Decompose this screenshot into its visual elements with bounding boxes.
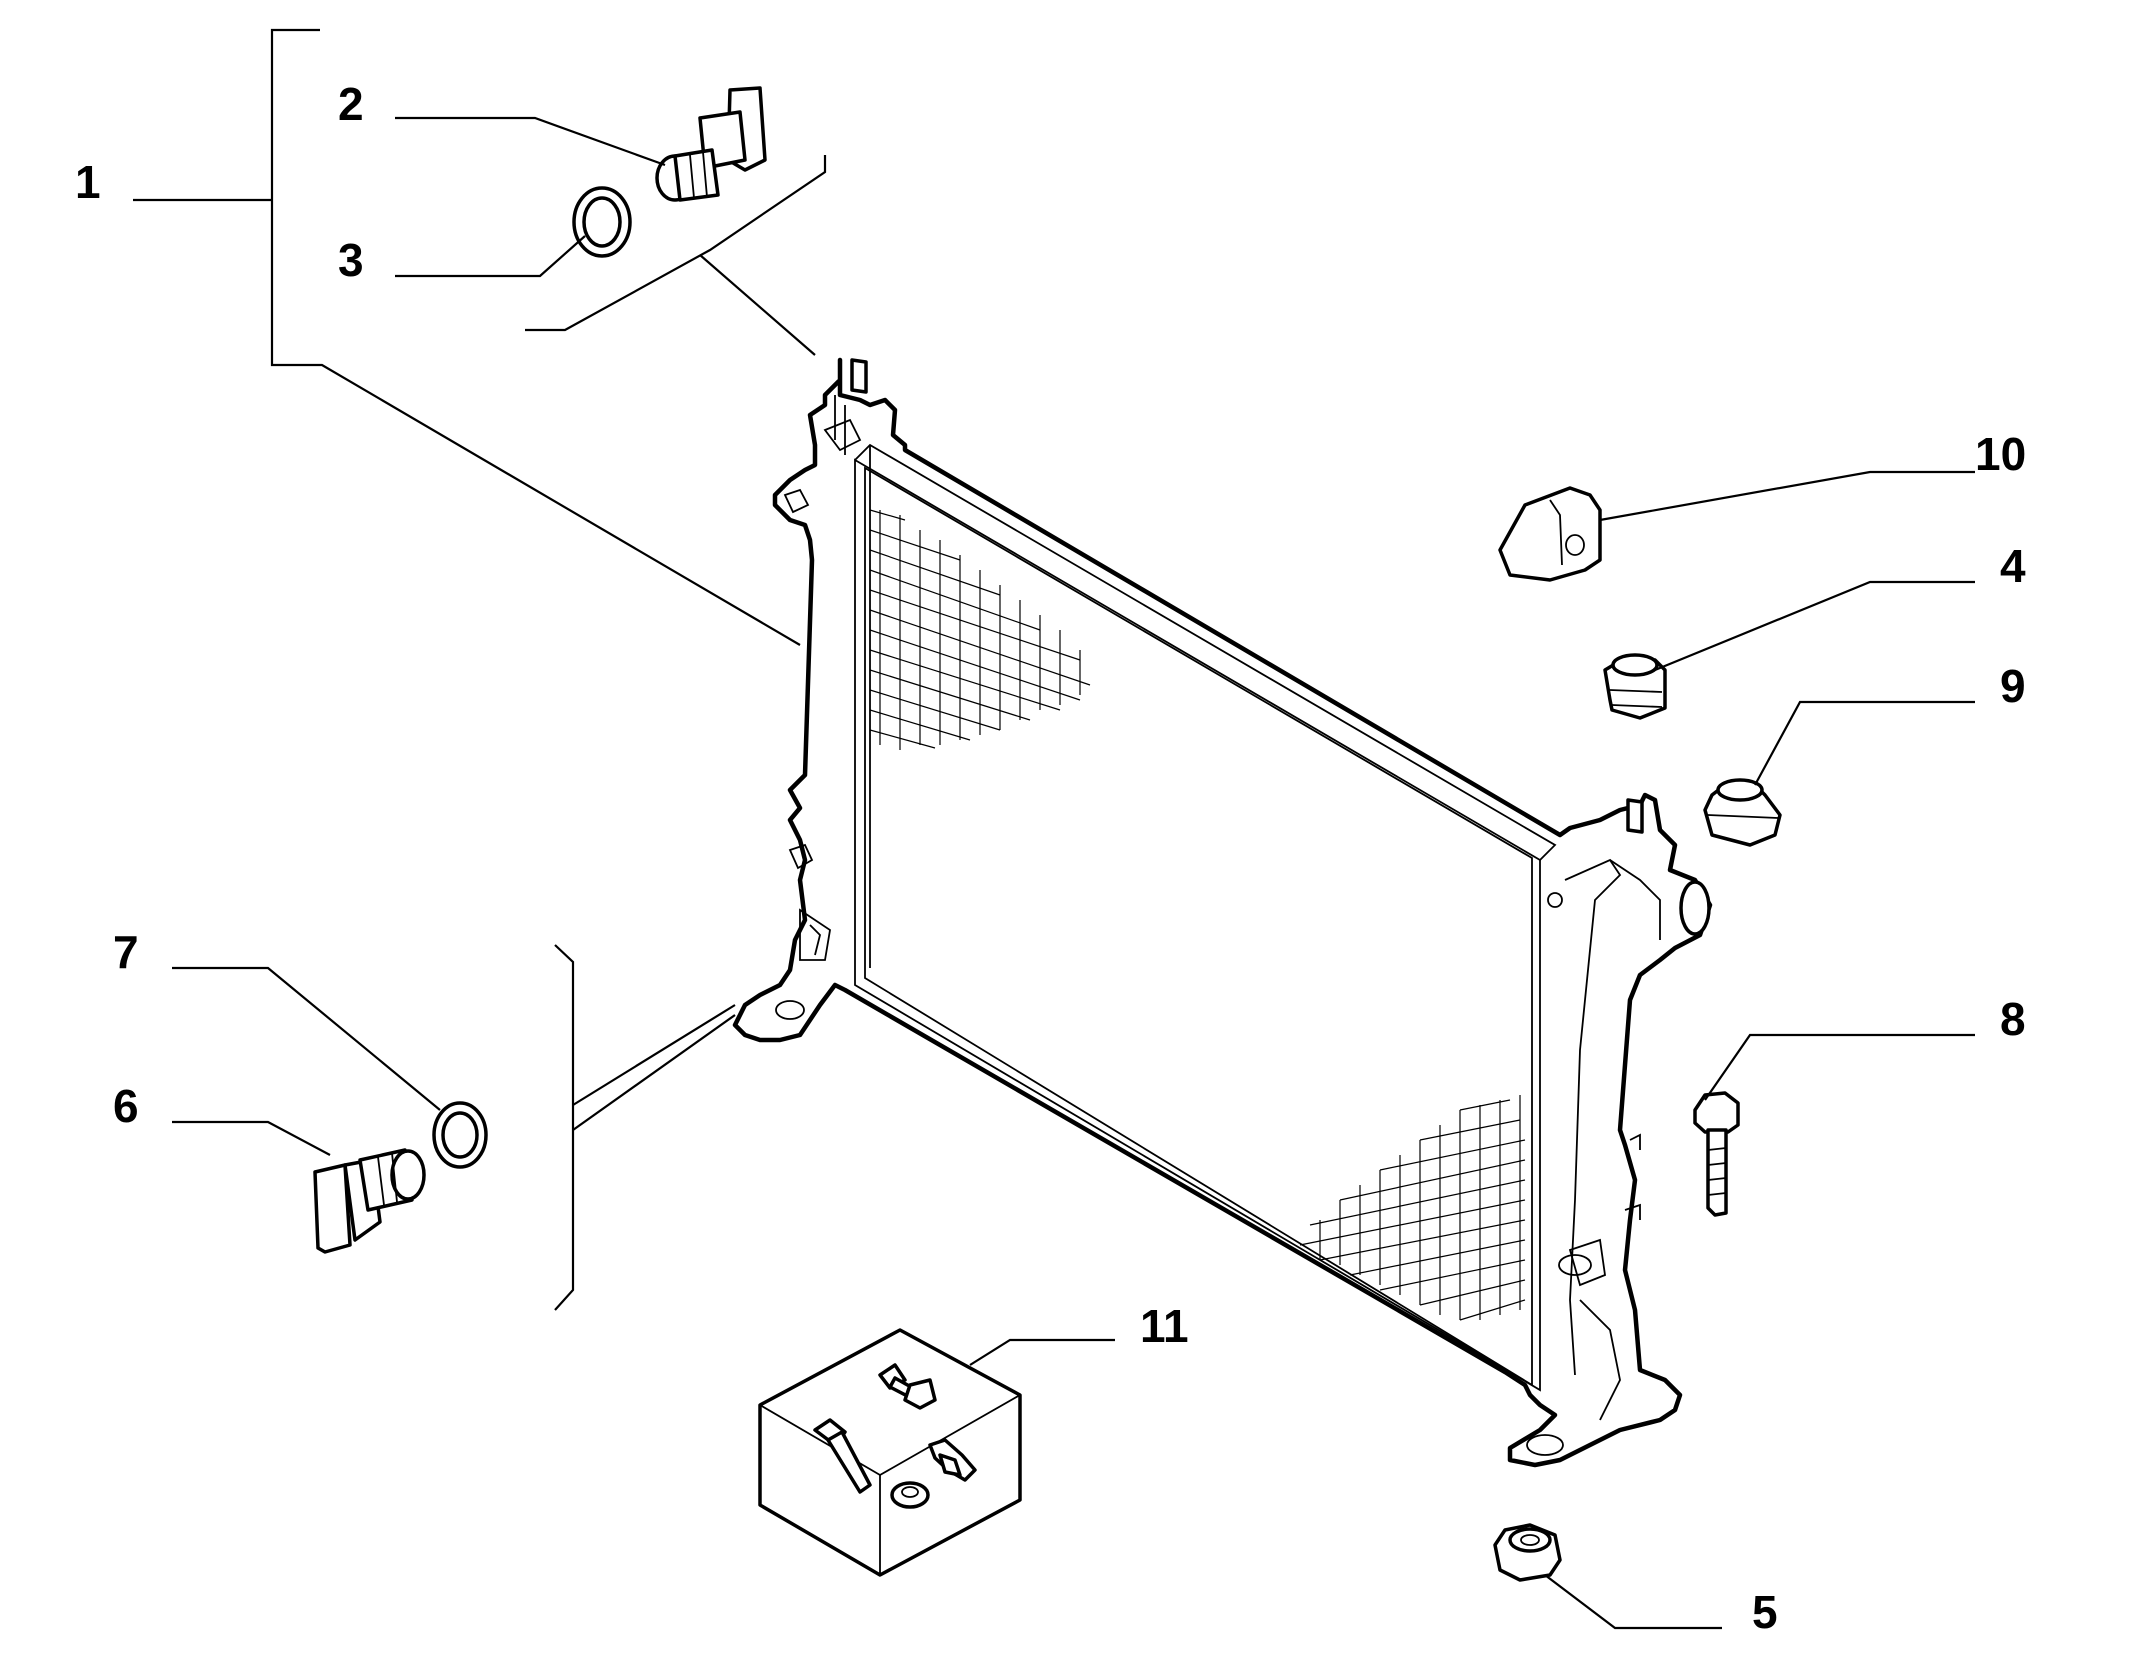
callout-4: 4 <box>2000 540 2026 592</box>
part-2-drain-plug <box>655 86 767 202</box>
core-fin-grid-upper <box>869 509 1091 750</box>
part-8-bolt <box>1693 1091 1740 1217</box>
callout-10: 10 <box>1975 428 2026 480</box>
part-5-bush <box>1493 1523 1562 1582</box>
part-4-grommet <box>1603 653 1667 720</box>
part-6-drain-plug <box>313 1148 426 1254</box>
callout-7: 7 <box>113 926 139 978</box>
core-fin-grid-lower <box>1299 1095 1526 1321</box>
callout-9: 9 <box>2000 660 2026 712</box>
callout-6: 6 <box>113 1080 139 1132</box>
part-9-rubber-mount <box>1703 778 1782 847</box>
callout-2: 2 <box>338 78 364 130</box>
callout-1: 1 <box>75 156 101 208</box>
callout-labels: 1 2 3 10 4 9 7 8 6 11 5 <box>75 78 2026 1638</box>
callout-8: 8 <box>2000 993 2026 1045</box>
part-3-seal-ring <box>572 186 632 258</box>
callout-11: 11 <box>1140 1300 1189 1352</box>
part-10-bracket <box>1498 486 1602 582</box>
leader-lines <box>133 28 1975 1630</box>
part-7-seal-ring <box>432 1101 488 1169</box>
callout-5: 5 <box>1752 1586 1778 1638</box>
radiator-assembly <box>732 357 1713 1468</box>
callout-3: 3 <box>338 234 364 286</box>
part-11-fixing-kit <box>758 1328 1022 1577</box>
